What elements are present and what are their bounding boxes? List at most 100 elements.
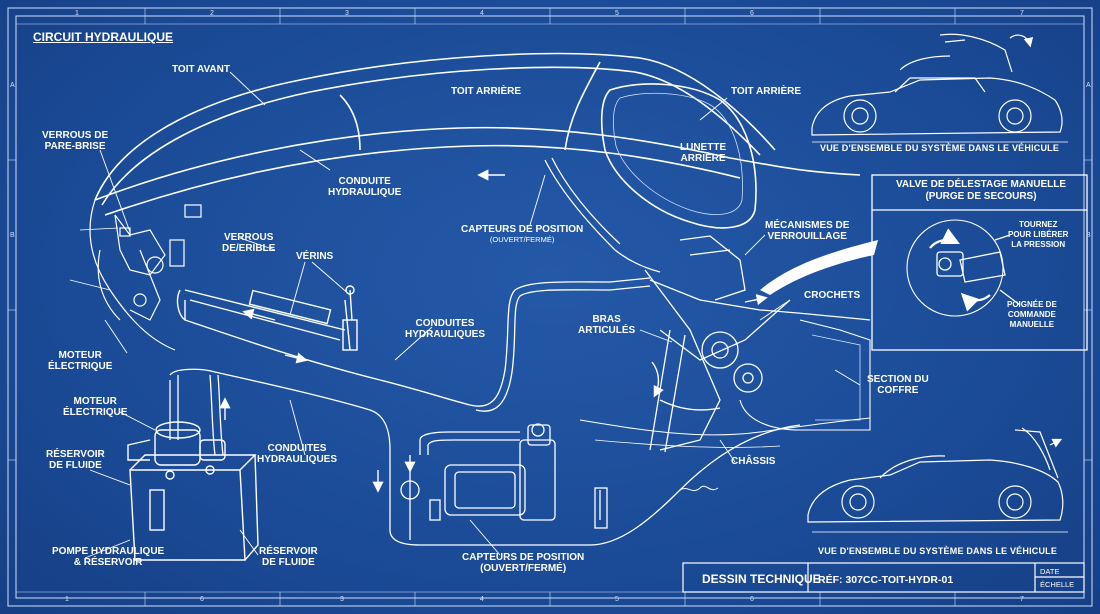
ruler-top-5: 5: [615, 10, 619, 17]
label-capteurs-bottom-line2: (OUVERT/FERMÉ): [480, 563, 567, 574]
valve-handle-line2: COMMANDE: [1007, 310, 1056, 319]
label-reservoir-1-line1: RÉSERVOIR: [46, 449, 105, 460]
label-moteur-electrique-1: MOTEUR ÉLECTRIQUE: [48, 350, 112, 372]
valve-turn-line1: TOURNEZ: [1018, 220, 1058, 229]
valve-inset-title: VALVE DE DÉLESTAGE MANUELLE (PURGE DE SE…: [876, 179, 1086, 203]
title-block-date: DATE: [1040, 567, 1060, 576]
label-reservoir-2-line1: RÉSERVOIR: [259, 546, 318, 557]
ruler-side-3: A: [1086, 82, 1091, 89]
signature-squiggle: [679, 485, 719, 492]
label-verrous-pare-brise: VERROUS DE PARE-BRISE: [42, 130, 108, 152]
valve-title-line2: (PURGE DE SECOURS): [925, 191, 1037, 202]
overview-caption-top: VUE D'ENSEMBLE DU SYSTÈME DANS LE VÉHICU…: [820, 143, 1060, 153]
label-verrous-pare-brise-line2: PARE-BRISE: [44, 141, 106, 152]
ruler-bottom-4: 4: [480, 596, 484, 603]
ruler-bottom-6: 6: [750, 596, 754, 603]
title-block: [682, 562, 1085, 593]
valve-turn-line3: LA PRESSION: [1011, 240, 1066, 249]
valve-turn-note: TOURNEZ POUR LIBÉRER LA PRESSION: [1008, 220, 1068, 250]
label-verrous-de-erible-line1: VERROUS: [223, 232, 274, 243]
label-capteurs-top-line1: CAPTEURS DE POSITION: [461, 224, 584, 235]
roof-structure: [94, 52, 861, 229]
label-capteurs-position-top: CAPTEURS DE POSITION (OUVERT/FERMÉ): [461, 224, 583, 244]
label-pompe-hydraulique: POMPE HYDRAULIQUE & RÉSERVOIR: [52, 546, 164, 568]
overview-caption-bottom: VUE D'ENSEMBLE DU SYSTÈME DANS LE VÉHICU…: [818, 546, 1058, 556]
label-conduites-1-line1: CONDUITES: [415, 318, 475, 329]
label-reservoir-2-line2: DE FLUIDE: [261, 557, 315, 568]
ruler-side-4: B: [1086, 232, 1091, 239]
label-moteur-1-line2: ÉLECTRIQUE: [48, 361, 113, 372]
label-verrous-de-erible-line2: DE/ERIBLE: [222, 243, 276, 254]
cylinders: [176, 285, 471, 406]
label-mecanismes-line1: MÉCANISMES DE: [765, 220, 850, 231]
label-reservoir-fluide-1: RÉSERVOIR DE FLUIDE: [46, 449, 105, 471]
label-moteur-2-line1: MOTEUR: [73, 396, 117, 407]
label-capteurs-top-sub: (OUVERT/FERMÉ): [489, 235, 555, 244]
hydraulic-lines: [169, 157, 801, 546]
label-reservoir-1-line2: DE FLUIDE: [48, 460, 102, 471]
sheet-frame: [7, 7, 1093, 607]
leader-lines: [84, 71, 861, 559]
ruler-bottom-5: 5: [615, 596, 619, 603]
label-verrous-de-erible: VERROUS DE/ERIBLE: [222, 232, 275, 254]
label-section-coffre: SECTION DU COFFRE: [867, 374, 929, 396]
ruler-top-6: 6: [750, 10, 754, 17]
label-crochets: CROCHETS: [804, 290, 861, 301]
label-conduite-line2: HYDRAULIQUE: [328, 187, 402, 198]
ruler-top-1: 1: [75, 10, 79, 17]
label-pompe-line1: POMPE HYDRAULIQUE: [52, 546, 165, 557]
label-mecanismes-line2: VERROUILLAGE: [767, 231, 847, 242]
valve-turn-line2: POUR LIBÉRER: [1008, 230, 1069, 239]
label-pompe-line2: & RÉSERVOIR: [73, 557, 143, 568]
car-top-illustration: [811, 33, 1063, 136]
label-lunette-line2: ARRIÈRE: [680, 153, 726, 164]
label-conduites-hydrauliques-1: CONDUITES HYDRAULIQUES: [405, 318, 485, 340]
label-toit-avant: TOIT AVANT: [172, 64, 230, 75]
label-mecanismes-verrouillage: MÉCANISMES DE VERROUILLAGE: [765, 220, 849, 242]
label-moteur-1-line1: MOTEUR: [58, 350, 102, 361]
label-lunette-line1: LUNETTE: [680, 142, 727, 153]
ruler-top-2: 2: [210, 10, 214, 17]
caption-lines: [812, 141, 1068, 533]
label-verrous-pare-brise-line1: VERROUS DE: [42, 130, 109, 141]
valve-inset: [871, 174, 1088, 351]
ruler-top-7: 7: [1020, 10, 1024, 17]
label-bras-articules: BRAS ARTICULÉS: [578, 314, 635, 336]
label-bras-line2: ARTICULÉS: [578, 325, 636, 336]
label-capteurs-bottom-line1: CAPTEURS DE POSITION: [462, 552, 585, 563]
title-block-scale: ÉCHELLE: [1040, 580, 1075, 589]
ruler-bottom-7: 7: [1020, 596, 1024, 603]
label-verins: VÉRINS: [296, 251, 334, 262]
ruler-side-1: A: [10, 82, 15, 89]
label-conduite-hydraulique: CONDUITE HYDRAULIQUE: [328, 176, 401, 198]
label-section-line1: SECTION DU: [867, 374, 929, 385]
label-lunette-arriere: LUNETTE ARRIÈRE: [680, 142, 726, 164]
rear-linkage: [579, 235, 871, 453]
ruler-bottom-3: 3: [340, 596, 344, 603]
car-bottom-illustration: [807, 427, 1064, 523]
label-conduites-2-line1: CONDUITES: [267, 443, 327, 454]
ruler-top-3: 3: [345, 10, 349, 17]
valve-title-line1: VALVE DE DÉLESTAGE MANUELLE: [895, 179, 1066, 190]
label-moteur-electrique-2: MOTEUR ÉLECTRIQUE: [63, 396, 127, 418]
valve-handle-line3: MANUELLE: [1009, 320, 1055, 329]
label-capteurs-position-bottom: CAPTEURS DE POSITION (OUVERT/FERMÉ): [462, 552, 584, 574]
diagram-title: CIRCUIT HYDRAULIQUE: [33, 30, 173, 44]
label-conduites-1-line2: HYDRAULIQUES: [405, 329, 486, 340]
label-reservoir-fluide-2: RÉSERVOIR DE FLUIDE: [259, 546, 318, 568]
label-toit-arriere-1: TOIT ARRIÈRE: [451, 86, 522, 97]
ruler-side-2: B: [10, 232, 15, 239]
label-conduites-2-line2: HYDRAULIQUES: [257, 454, 338, 465]
ruler-bottom-1: 1: [65, 596, 69, 603]
ruler-bottom-2: 6: [200, 596, 204, 603]
flow-arrows: [219, 169, 768, 493]
lower-pump: [400, 423, 608, 529]
pump-reservoir: [127, 421, 259, 561]
valve-callout-arrow: [760, 240, 878, 295]
title-block-title: DESSIN TECHNIQUE: [702, 572, 821, 586]
label-conduite-line1: CONDUITE: [338, 176, 391, 187]
valve-handle-line1: POIGNÉE DE: [1007, 300, 1057, 309]
label-bras-line1: BRAS: [592, 314, 621, 325]
